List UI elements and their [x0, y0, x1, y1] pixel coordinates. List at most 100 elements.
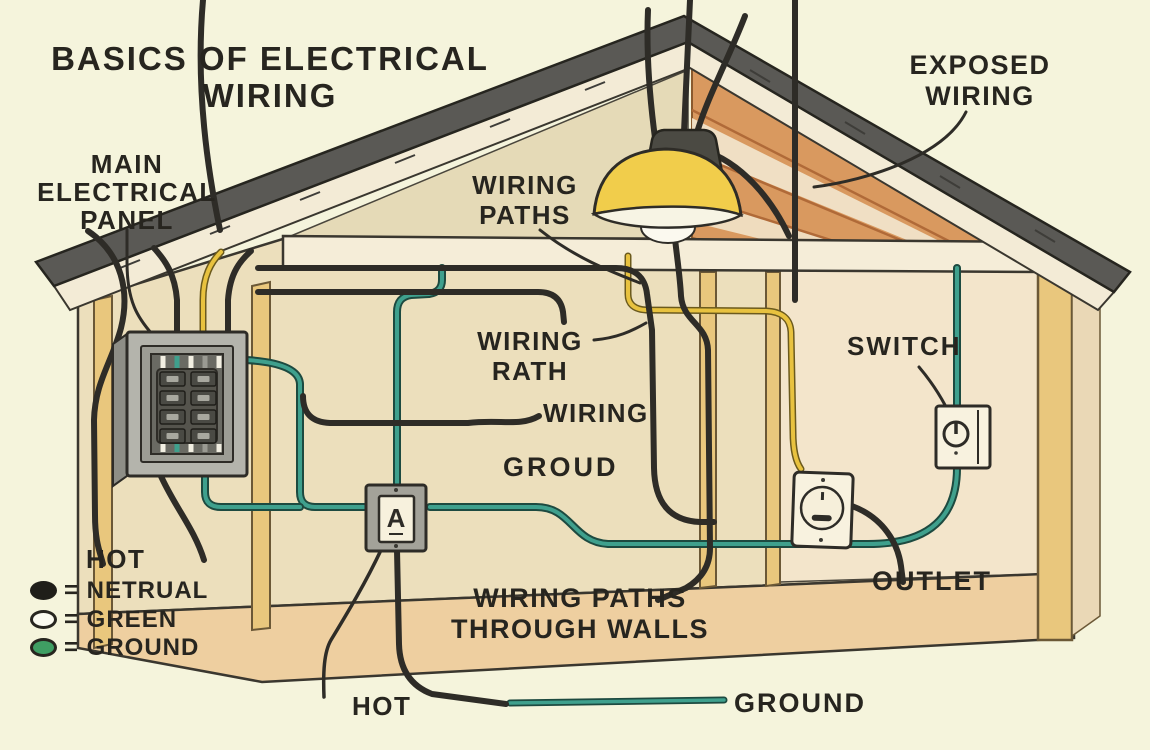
- wire-peak-1: [644, 7, 658, 141]
- wire-light-down: [655, 227, 713, 603]
- title-line1: BASICS OF ELECTRICAL: [51, 40, 489, 77]
- shingle-line: [394, 154, 416, 164]
- yellow-wires: [199, 248, 805, 473]
- breaker-slot: [197, 414, 210, 420]
- green-dot-icon: [30, 638, 57, 657]
- outlet-socket: [799, 485, 845, 531]
- shingle-line: [939, 175, 961, 189]
- switch-device: [934, 404, 992, 470]
- main-electrical-panel: [112, 330, 249, 488]
- exterior-side-strip: [1071, 286, 1101, 638]
- label-ground-bottom: GROUND: [734, 688, 866, 718]
- wiring-rath-line2: RATH: [491, 356, 569, 386]
- wire-outlet-leader: [849, 503, 906, 585]
- breaker-slot: [197, 433, 210, 439]
- shingle-texture: [119, 69, 1056, 269]
- breaker-slot: [197, 376, 210, 382]
- walls-line2: THROUGH WALLS: [451, 614, 709, 644]
- leader-exposed-wiring: [812, 110, 968, 189]
- leader-wiring-paths: [538, 228, 642, 285]
- shingle-line: [844, 121, 866, 135]
- wire-panel-feed-1: [151, 245, 180, 337]
- wire-service-drop: [197, 0, 223, 233]
- label-wiring-paths-through-walls: WIRING PATHS THROUGH WALLS: [400, 583, 760, 645]
- screw: [394, 488, 398, 492]
- wire-box-to-ground: [394, 547, 509, 707]
- label-wiring: WIRING: [543, 398, 649, 428]
- wall-stud: [251, 280, 271, 632]
- corner-post: [1036, 246, 1074, 642]
- shingle-line: [1034, 229, 1056, 243]
- leader-wiring-rath: [592, 321, 648, 342]
- leader-hot-bottom: [321, 548, 383, 699]
- wire-peak-2: [681, 0, 693, 135]
- wire-panel-down: [157, 471, 207, 563]
- wire-ground-panel-to-box: [244, 358, 366, 509]
- junction-box: A: [364, 483, 428, 553]
- light-rim: [590, 205, 744, 229]
- legend-green-text: = GREEN: [64, 606, 178, 633]
- wire-ground-panel-bottom: [203, 472, 302, 509]
- shingle-line: [299, 191, 321, 201]
- main-panel-line2: ELECTRICAL: [37, 177, 217, 207]
- leader-lines: [125, 110, 968, 699]
- exposed-line2: WIRING: [925, 81, 1035, 111]
- wiring-paths-line1: WIRING: [472, 170, 578, 200]
- label-hot-legend: HOT: [86, 544, 146, 574]
- outlet-pin: [820, 491, 825, 501]
- black-dot-icon: [30, 581, 57, 600]
- junction-box-face: [377, 494, 416, 544]
- wire-mid-run: [300, 393, 542, 426]
- legend-row-green: = GREEN: [30, 605, 177, 634]
- walls-line1: WIRING PATHS: [473, 583, 687, 613]
- wire-ceiling-run: [255, 265, 717, 525]
- light-fixture: [590, 128, 744, 244]
- breaker-slot: [166, 414, 179, 420]
- screw: [394, 544, 398, 548]
- page-title: BASICS OF ELECTRICAL WIRING: [40, 40, 500, 114]
- label-ground-mid: GROUD: [503, 452, 619, 482]
- label-outlet: OUTLET: [872, 566, 992, 596]
- label-wiring-paths: WIRING PATHS: [445, 170, 605, 230]
- label-wiring-rath: WIRING RATH: [445, 326, 615, 386]
- outlet-device: [790, 470, 855, 550]
- junction-box-letter: A: [387, 503, 406, 533]
- outlet-slot: [811, 514, 832, 522]
- breakers: [159, 371, 217, 444]
- panel-side-flange: [112, 332, 128, 488]
- wire-yellow-panel-feed: [201, 250, 223, 336]
- studs: [93, 246, 1101, 650]
- label-hot-bottom: HOT: [352, 691, 412, 721]
- legend-row-neutral: = NETRUAL: [30, 576, 208, 605]
- breaker-slot: [166, 395, 179, 401]
- leader-switch: [917, 365, 947, 407]
- wire-ground-bottom-line: [508, 698, 726, 705]
- main-panel-line3: PANEL: [80, 205, 174, 235]
- screw: [821, 478, 826, 483]
- partition-stud: [765, 271, 781, 588]
- screw: [818, 537, 823, 542]
- wire-panel-feed-2: [225, 248, 254, 337]
- panel-wire-stripes: [160, 356, 222, 452]
- label-switch: SWITCH: [847, 331, 962, 361]
- breaker-slot: [197, 395, 210, 401]
- wiring-paths-line2: PATHS: [479, 200, 571, 230]
- exposed-line1: EXPOSED: [909, 50, 1051, 80]
- label-main-electrical-panel: MAIN ELECTRICAL PANEL: [22, 150, 232, 234]
- shingle-line: [584, 81, 606, 91]
- legend-neutral-text: = NETRUAL: [64, 577, 209, 604]
- wire-exterior-left: [85, 228, 128, 567]
- wire-second-run: [255, 289, 567, 325]
- main-panel-line1: MAIN: [90, 149, 164, 179]
- leader-main-panel: [125, 228, 154, 336]
- title-line2: WIRING: [202, 77, 338, 114]
- wire-peak-3: [693, 13, 748, 139]
- black-wires: [85, 0, 906, 707]
- wire-yellow-to-outlet: [626, 254, 803, 471]
- switch-plate: [934, 404, 992, 470]
- breaker-slot: [166, 376, 179, 382]
- roof-shingles: [34, 14, 1132, 294]
- legend-row-ground: = GROUND: [30, 633, 199, 662]
